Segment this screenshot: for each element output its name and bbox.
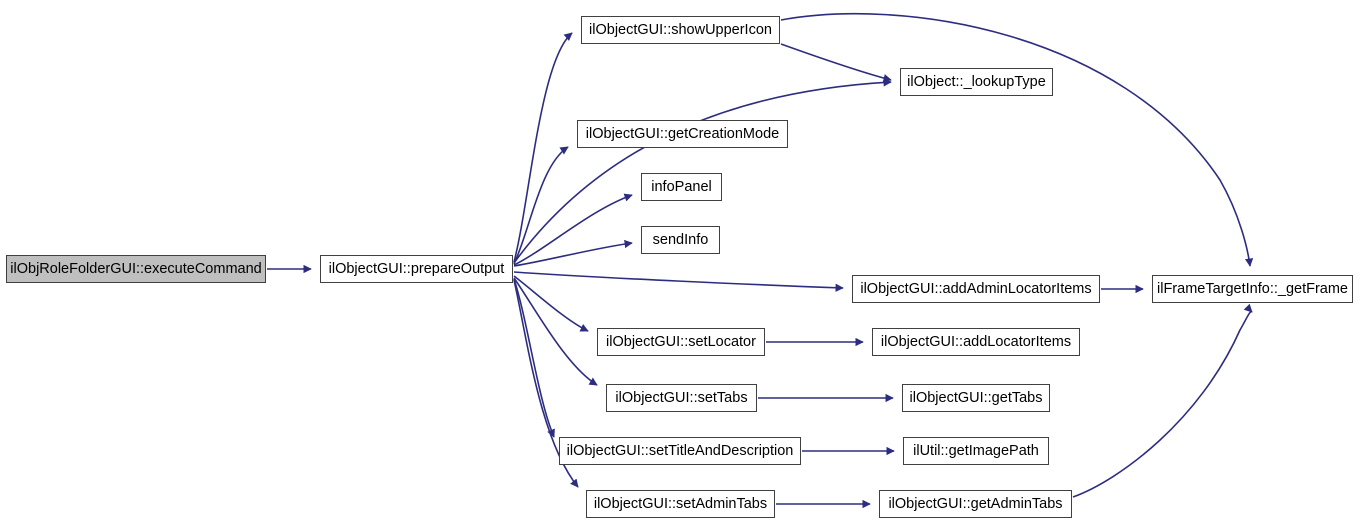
node-label-setLocator: ilObjectGUI::setLocator [606, 333, 756, 350]
node-label-getFrame: ilFrameTargetInfo::_getFrame [1157, 280, 1348, 297]
edge-showUpperIcon-to-getFrame [780, 12, 1254, 267]
node-label-addAdminLocatorItems: ilObjectGUI::addAdminLocatorItems [860, 280, 1092, 297]
node-showUpperIcon[interactable]: ilObjectGUI::showUpperIcon [581, 16, 780, 44]
node-setAdminTabs[interactable]: ilObjectGUI::setAdminTabs [586, 490, 775, 518]
node-addLocatorItems[interactable]: ilObjectGUI::addLocatorItems [872, 328, 1080, 356]
edge-prepareOutput-to-infoPanel [513, 193, 633, 266]
edge-prepareOutput-to-lookupType [513, 78, 892, 264]
edge-prepareOutput-to-sendInfo [513, 239, 633, 267]
node-sendInfo[interactable]: sendInfo [641, 226, 720, 254]
edge-prepareOutput-to-addAdminLocatorItems [513, 271, 844, 292]
node-prepareOutput[interactable]: ilObjectGUI::prepareOutput [320, 255, 513, 283]
node-label-getTabs: ilObjectGUI::getTabs [909, 389, 1043, 406]
node-getAdminTabs[interactable]: ilObjectGUI::getAdminTabs [879, 490, 1072, 518]
node-getImagePath[interactable]: ilUtil::getImagePath [903, 437, 1049, 465]
node-getFrame[interactable]: ilFrameTargetInfo::_getFrame [1152, 275, 1353, 303]
node-executeCommand[interactable]: ilObjRoleFolderGUI::executeCommand [6, 255, 266, 283]
node-getCreationMode[interactable]: ilObjectGUI::getCreationMode [577, 120, 788, 148]
edge-prepareOutput-to-getCreationMode [513, 146, 569, 265]
node-label-setAdminTabs: ilObjectGUI::setAdminTabs [593, 495, 768, 512]
edge-prepareOutput-to-setLocator [513, 275, 589, 332]
node-label-setTitleAndDescription: ilObjectGUI::setTitleAndDescription [566, 442, 794, 459]
node-setLocator[interactable]: ilObjectGUI::setLocator [597, 328, 765, 356]
edge-prepareOutput-to-setTitleAndDescription [513, 278, 555, 438]
node-label-showUpperIcon: ilObjectGUI::showUpperIcon [589, 21, 772, 38]
edge-prepareOutput-to-setTabs [513, 277, 598, 386]
edge-showUpperIcon-to-lookupType [780, 43, 892, 83]
node-lookupType[interactable]: ilObject::_lookupType [900, 68, 1053, 96]
edge-prepareOutput-to-setAdminTabs [513, 279, 579, 488]
node-label-prepareOutput: ilObjectGUI::prepareOutput [328, 260, 505, 277]
node-getTabs[interactable]: ilObjectGUI::getTabs [902, 384, 1050, 412]
node-label-lookupType: ilObject::_lookupType [907, 73, 1046, 90]
node-label-getCreationMode: ilObjectGUI::getCreationMode [585, 125, 780, 142]
edge-prepareOutput-to-showUpperIcon [513, 32, 573, 263]
node-label-sendInfo: sendInfo [652, 231, 709, 248]
node-addAdminLocatorItems[interactable]: ilObjectGUI::addAdminLocatorItems [852, 275, 1100, 303]
node-setTitleAndDescription[interactable]: ilObjectGUI::setTitleAndDescription [559, 437, 801, 465]
node-setTabs[interactable]: ilObjectGUI::setTabs [606, 384, 757, 412]
edge-getAdminTabs-to-getFrame [1072, 303, 1253, 498]
node-infoPanel[interactable]: infoPanel [641, 173, 722, 201]
node-label-getImagePath: ilUtil::getImagePath [913, 442, 1039, 459]
node-label-setTabs: ilObjectGUI::setTabs [615, 389, 748, 406]
node-label-executeCommand: ilObjRoleFolderGUI::executeCommand [10, 260, 262, 277]
node-label-getAdminTabs: ilObjectGUI::getAdminTabs [888, 495, 1063, 512]
node-label-addLocatorItems: ilObjectGUI::addLocatorItems [880, 333, 1072, 350]
node-label-infoPanel: infoPanel [651, 178, 712, 195]
